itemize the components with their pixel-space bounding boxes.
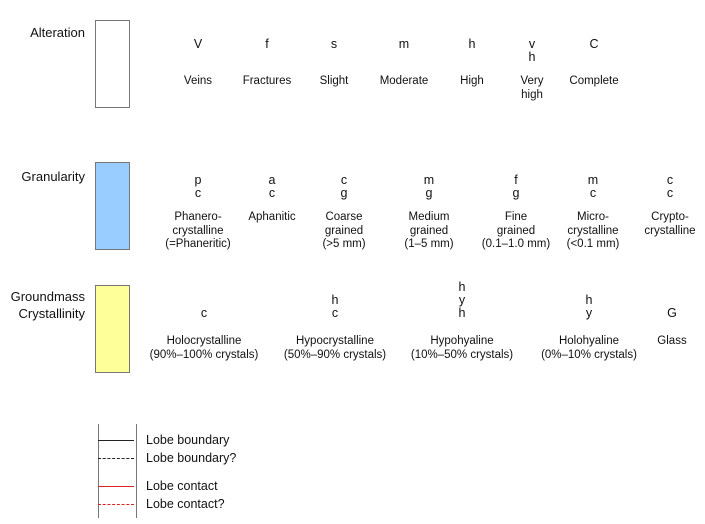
item-code: m c — [587, 173, 599, 200]
item-code: h — [468, 37, 476, 51]
category-item: C Complete — [529, 37, 659, 88]
item-code: m g — [423, 173, 435, 200]
item-description: Coarse grained (>5 mm) — [322, 211, 366, 250]
item-code: s — [330, 37, 338, 51]
item-code: a c — [268, 173, 276, 200]
section-title-alteration: Alteration — [30, 25, 85, 40]
category-item: G Glass — [607, 306, 705, 348]
item-description: Holohyaline (0%–10% crystals) — [541, 335, 637, 361]
legend-label: Lobe boundary — [146, 433, 230, 447]
item-code: c g — [340, 173, 348, 200]
item-description: High — [460, 75, 484, 87]
category-item: c g Coarse grained (>5 mm) — [279, 173, 409, 251]
category-item: c c Crypto- crystalline — [605, 173, 705, 237]
category-item: V Veins — [133, 37, 263, 88]
solid-black-line-icon — [98, 440, 134, 441]
category-item: a c Aphanitic — [207, 173, 337, 224]
item-description: Phanero- crystalline (=Phaneritic) — [165, 211, 231, 250]
item-description: Micro- crystalline (<0.1 mm) — [566, 211, 620, 250]
dashed-red-line-icon — [98, 504, 134, 505]
item-code: v h — [528, 37, 536, 64]
legend-frame — [98, 424, 137, 518]
item-code: h y — [585, 293, 593, 320]
item-description: Hypohyaline (10%–50% crystals) — [410, 335, 514, 361]
solid-red-line-icon — [98, 486, 134, 487]
groundmass-swatch — [95, 285, 130, 373]
item-code: c c — [666, 173, 674, 200]
item-code: C — [589, 37, 599, 51]
section-title-granularity: Granularity — [21, 169, 85, 184]
legend: Lobe boundary Lobe boundary? Lobe contac… — [98, 424, 318, 519]
category-item: p c Phanero- crystalline (=Phaneritic) — [133, 173, 263, 251]
granularity-swatch — [95, 162, 130, 250]
item-code: h c — [331, 293, 339, 320]
item-code: c — [200, 306, 208, 320]
category-item: v h Very high — [467, 37, 597, 101]
legend-item-lobe-contact: Lobe contact — [98, 478, 318, 494]
item-code: f — [265, 37, 269, 51]
item-description: Holocrystalline (90%–100% crystals) — [149, 335, 259, 361]
item-description: Slight — [319, 75, 349, 87]
item-code: V — [193, 37, 203, 51]
alteration-swatch — [95, 20, 130, 108]
item-code: m — [398, 37, 410, 51]
item-code: f g — [512, 173, 520, 200]
item-description: Aphanitic — [248, 211, 296, 223]
item-description: Glass — [657, 335, 687, 347]
item-description: Hypocrystalline (50%–90% crystals) — [283, 335, 387, 361]
item-description: Moderate — [379, 75, 429, 87]
legend-item-lobe-boundary-uncertain: Lobe boundary? — [98, 450, 318, 466]
item-code: p c — [194, 173, 202, 200]
dashed-black-line-icon — [98, 458, 134, 459]
category-item: f g Fine grained (0.1–1.0 mm) — [451, 173, 581, 251]
item-description: Veins — [183, 75, 213, 87]
item-description: Complete — [569, 75, 619, 87]
legend-label: Lobe boundary? — [146, 451, 237, 465]
category-item: h c Hypocrystalline (50%–90% crystals) — [270, 293, 400, 361]
legend-item-lobe-contact-uncertain: Lobe contact? — [98, 496, 318, 512]
item-code: G — [667, 306, 677, 320]
legend-label: Lobe contact — [146, 479, 218, 493]
section-title-groundmass-crystallinity: Groundmass Crystallinity — [10, 289, 85, 321]
legend-item-lobe-boundary: Lobe boundary — [98, 432, 318, 448]
category-item: m c Micro- crystalline (<0.1 mm) — [528, 173, 658, 251]
category-item: h y Holohyaline (0%–10% crystals) — [524, 293, 654, 361]
category-item: h y h Hypohyaline (10%–50% crystals) — [397, 280, 527, 361]
item-description: Fractures — [242, 75, 292, 87]
item-description: Fine grained (0.1–1.0 mm) — [481, 211, 551, 250]
item-code: h y h — [458, 280, 466, 320]
category-item: m g Medium grained (1–5 mm) — [364, 173, 494, 251]
item-description: Crypto- crystalline — [644, 211, 696, 237]
legend-label: Lobe contact? — [146, 497, 225, 511]
item-description: Medium grained (1–5 mm) — [404, 211, 454, 250]
item-description: Very high — [520, 75, 544, 101]
